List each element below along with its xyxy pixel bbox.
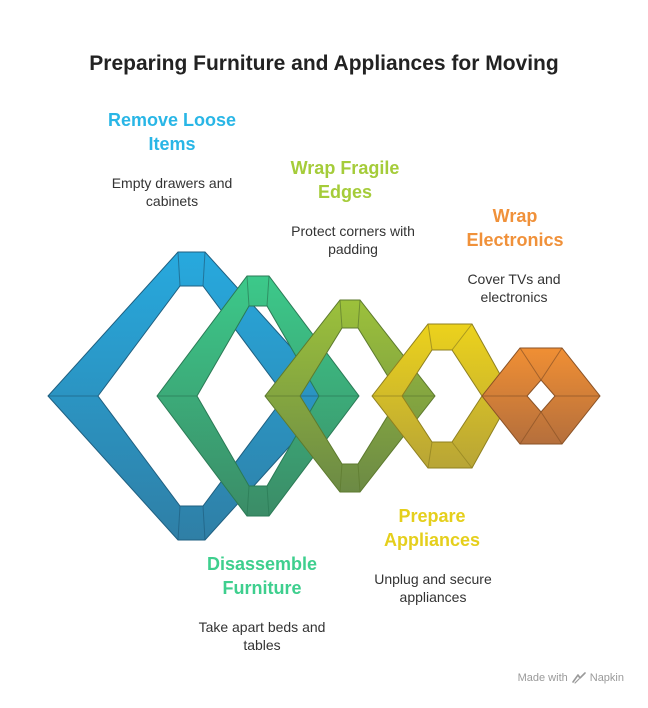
made-with-napkin: Made with Napkin bbox=[518, 672, 624, 684]
step-title-remove-loose-items: Remove Loose Items bbox=[107, 110, 237, 154]
step-desc-remove-loose-items: Empty drawers and cabinets bbox=[111, 175, 233, 209]
step-desc-prepare-appliances: Unplug and secure appliances bbox=[374, 571, 492, 605]
made-with-label: Made with bbox=[517, 672, 568, 684]
step-title-wrap-electronics: Wrap Electronics bbox=[466, 206, 564, 250]
step-desc-wrap-electronics: Cover TVs and electronics bbox=[467, 271, 561, 305]
step-desc-wrap-fragile-edges: Protect corners with padding bbox=[291, 223, 415, 257]
step-title-wrap-fragile-edges: Wrap Fragile Edges bbox=[290, 158, 400, 202]
diamond-wrap-electronics bbox=[481, 347, 601, 445]
step-title-prepare-appliances: Prepare Appliances bbox=[383, 506, 481, 550]
brand-name: Napkin bbox=[589, 672, 624, 684]
step-title-disassemble-furniture: Disassemble Furniture bbox=[206, 554, 318, 598]
step-desc-disassemble-furniture: Take apart beds and tables bbox=[198, 619, 326, 653]
diamond-disassemble-furniture bbox=[156, 275, 360, 517]
diagram-title: Preparing Furniture and Appliances for M… bbox=[89, 52, 559, 75]
napkin-logo-icon bbox=[571, 672, 586, 684]
